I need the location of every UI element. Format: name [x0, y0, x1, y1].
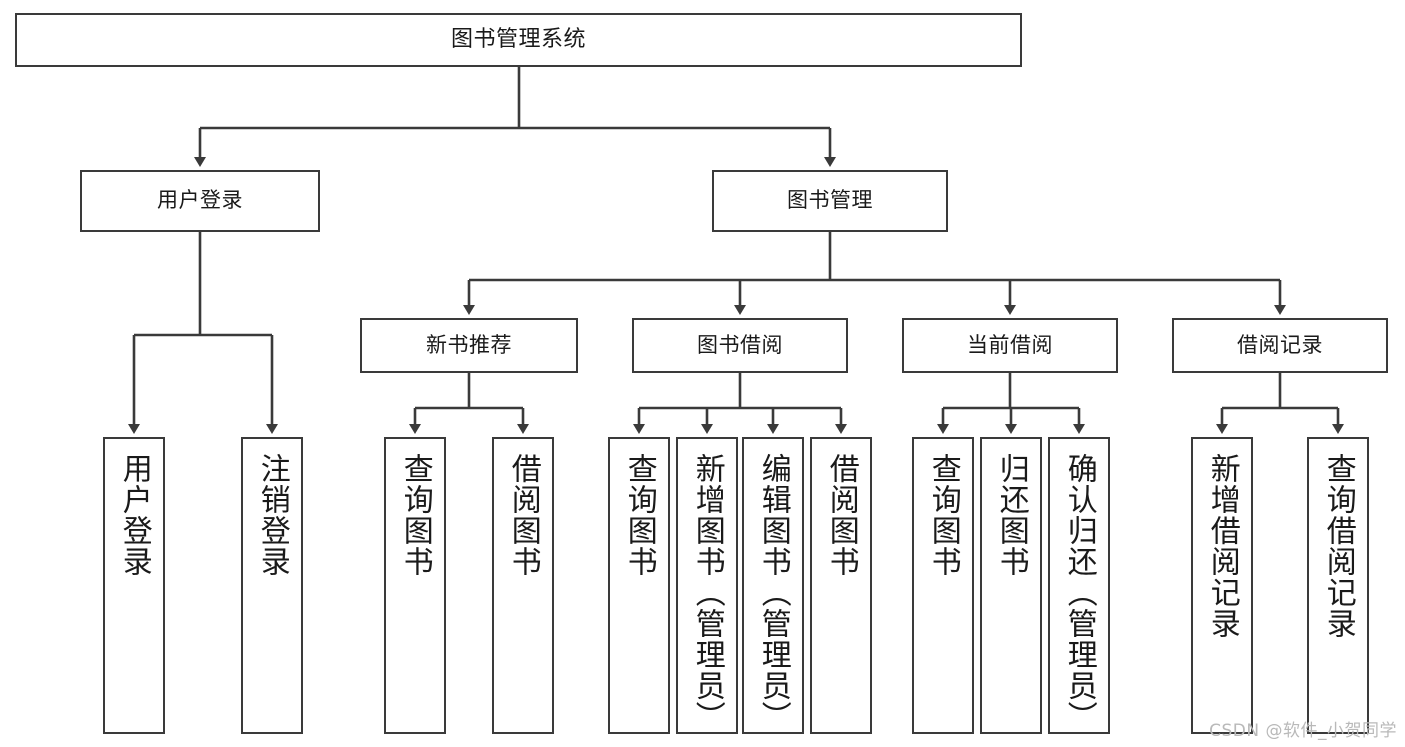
node-root[interactable]: 图书管理系统: [15, 13, 1022, 67]
node-book-management-label: 图书管理: [787, 188, 873, 213]
node-new-book-recommend-label: 新书推荐: [426, 332, 512, 357]
node-leaf-query-record[interactable]: 查询借阅记录: [1307, 437, 1369, 734]
node-leaf-logout[interactable]: 注销登录: [241, 437, 303, 734]
node-current-borrow-label: 当前借阅: [967, 332, 1053, 357]
node-book-borrow-label: 图书借阅: [697, 332, 783, 357]
node-leaf-query-book-1-label: 查询图书: [397, 453, 433, 577]
node-user-login-label: 用户登录: [157, 188, 243, 213]
node-leaf-confirm-return[interactable]: 确认归还（管理员）: [1048, 437, 1110, 734]
node-leaf-query-book-3[interactable]: 查询图书: [912, 437, 974, 734]
node-book-management[interactable]: 图书管理: [712, 170, 948, 232]
node-leaf-query-record-label: 查询借阅记录: [1320, 453, 1356, 639]
node-leaf-query-book-1[interactable]: 查询图书: [384, 437, 446, 734]
node-leaf-add-book[interactable]: 新增图书（管理员）: [676, 437, 738, 734]
node-leaf-add-book-label: 新增图书（管理员）: [689, 453, 725, 732]
node-user-login[interactable]: 用户登录: [80, 170, 320, 232]
node-leaf-add-record-label: 新增借阅记录: [1204, 453, 1240, 639]
node-leaf-logout-label: 注销登录: [254, 453, 290, 577]
node-root-label: 图书管理系统: [450, 26, 586, 52]
node-borrow-record[interactable]: 借阅记录: [1172, 318, 1388, 373]
node-leaf-query-book-3-label: 查询图书: [925, 453, 961, 577]
node-leaf-borrow-book-1[interactable]: 借阅图书: [492, 437, 554, 734]
node-leaf-user-login-label: 用户登录: [116, 453, 152, 577]
node-leaf-confirm-return-label: 确认归还（管理员）: [1061, 453, 1097, 732]
node-leaf-edit-book-label: 编辑图书（管理员）: [755, 453, 791, 732]
node-leaf-edit-book[interactable]: 编辑图书（管理员）: [742, 437, 804, 734]
node-borrow-record-label: 借阅记录: [1237, 332, 1323, 357]
node-leaf-return-book-label: 归还图书: [993, 453, 1029, 577]
node-leaf-user-login[interactable]: 用户登录: [103, 437, 165, 734]
node-leaf-borrow-book-1-label: 借阅图书: [505, 453, 541, 577]
node-current-borrow[interactable]: 当前借阅: [902, 318, 1118, 373]
node-new-book-recommend[interactable]: 新书推荐: [360, 318, 578, 373]
node-leaf-query-book-2-label: 查询图书: [621, 453, 657, 577]
node-leaf-borrow-book-2[interactable]: 借阅图书: [810, 437, 872, 734]
node-leaf-add-record[interactable]: 新增借阅记录: [1191, 437, 1253, 734]
csdn-watermark: CSDN @软件_小贺同学: [1209, 721, 1397, 741]
node-book-borrow[interactable]: 图书借阅: [632, 318, 848, 373]
node-leaf-query-book-2[interactable]: 查询图书: [608, 437, 670, 734]
node-leaf-borrow-book-2-label: 借阅图书: [823, 453, 859, 577]
node-leaf-return-book[interactable]: 归还图书: [980, 437, 1042, 734]
